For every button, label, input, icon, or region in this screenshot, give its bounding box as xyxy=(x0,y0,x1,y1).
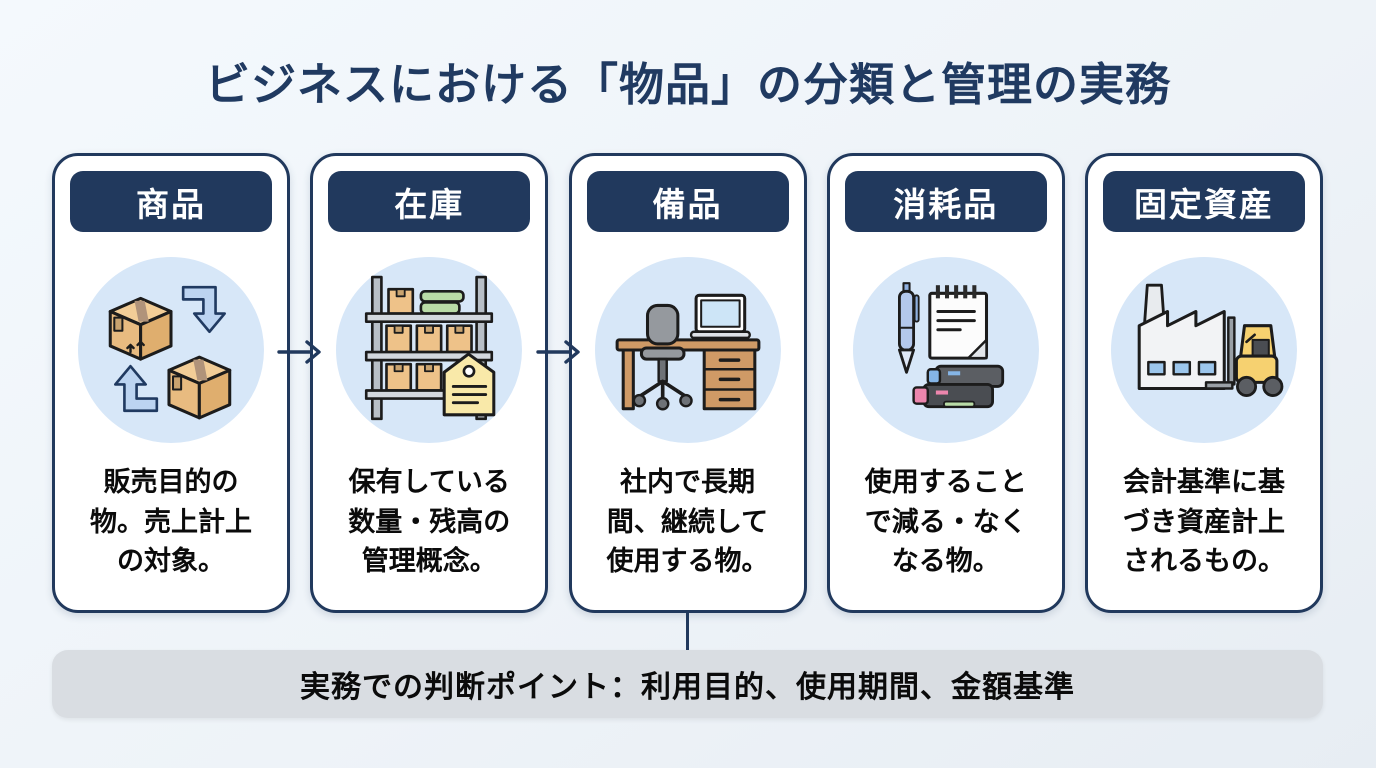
boxes-exchange-icon xyxy=(108,285,232,420)
card-merchandise: 商品 販売目的の物。売上計上の対象。 xyxy=(52,153,290,613)
pen-notepad-toner-icon xyxy=(897,282,1004,409)
card-fixed-assets-description: 会計基準に基づき資産計上されるもの。 xyxy=(1123,467,1285,577)
cards-row: 商品 販売目的の物。売上計上の対象。 xyxy=(52,153,1323,613)
card-inventory: 在庫 xyxy=(310,153,549,613)
card-fixed-assets: 固定資産 会計基準に基づき資産計上されるもの。 xyxy=(1085,153,1323,613)
desk-chair-icon xyxy=(615,293,760,411)
card-inventory-icon-circle xyxy=(336,257,523,443)
card-fixed-assets-header: 固定資産 xyxy=(1103,171,1305,232)
card-consumables: 消耗品 xyxy=(826,153,1065,613)
card-inventory-header: 在庫 xyxy=(328,171,531,232)
footer-text: 実務での判断ポイント：利用目的、使用期間、金額基準 xyxy=(300,671,1075,704)
footer-bar: 実務での判断ポイント：利用目的、使用期間、金額基準 xyxy=(52,650,1323,718)
card-merchandise-icon-circle xyxy=(78,257,264,443)
card-consumables-icon-circle xyxy=(852,257,1039,443)
card-equipment: 備品 社内で長期間、 xyxy=(568,153,807,613)
flow-arrow-icon xyxy=(536,340,580,364)
connector-line xyxy=(685,611,689,651)
card-consumables-description: 使用することで減る・なくなる物。 xyxy=(864,467,1027,577)
flow-arrow-icon xyxy=(277,340,321,364)
shelf-inventory-icon xyxy=(365,275,496,421)
card-equipment-header: 備品 xyxy=(586,171,789,232)
factory-forklift-icon xyxy=(1137,283,1284,397)
card-equipment-description: 社内で長期間、継続して使用する物。 xyxy=(606,467,769,577)
card-equipment-icon-circle xyxy=(594,257,781,443)
page-title: ビジネスにおける「物品」の分類と管理の実務 xyxy=(204,59,1171,110)
card-merchandise-description: 販売目的の物。売上計上の対象。 xyxy=(90,467,252,577)
card-merchandise-header: 商品 xyxy=(70,171,272,232)
card-inventory-description: 保有している数量・残高の管理概念。 xyxy=(348,467,511,577)
card-fixed-assets-icon-circle xyxy=(1111,257,1297,443)
card-consumables-header: 消耗品 xyxy=(844,171,1047,232)
